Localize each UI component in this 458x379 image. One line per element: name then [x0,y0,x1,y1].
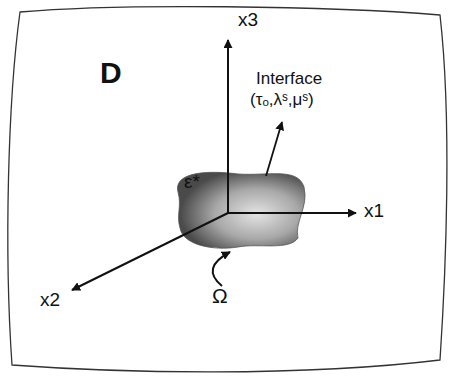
inclusion-blob: ε* [168,162,310,254]
inclusion-shape [178,172,306,248]
domain-outline [8,7,447,372]
interface-leader [266,122,282,176]
omega-leader [213,252,230,286]
axis-label: x2 [40,290,60,311]
x2-axis [72,213,228,290]
axis-label: x1 [364,201,384,222]
x3-axis [227,40,229,213]
eigenstrain-label: ε* [184,172,200,193]
region-label: D [100,56,122,89]
axis-label: x3 [238,10,258,31]
x1-axis [228,212,356,214]
interface-properties: (τₒ,λˢ,μˢ) [250,91,314,110]
domain-symbol: Ω [212,284,228,307]
interface-label: Interface [256,70,322,89]
